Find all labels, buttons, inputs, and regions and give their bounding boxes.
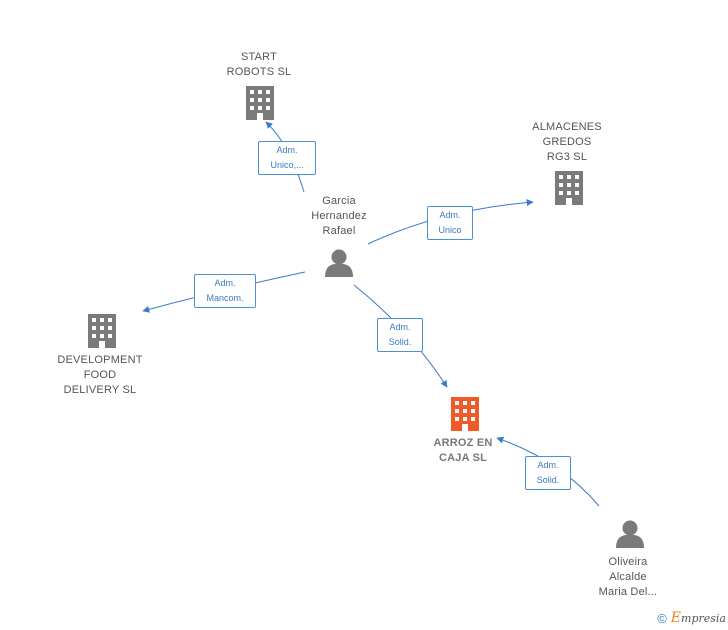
node-label-development[interactable]: DEVELOPMENT FOOD DELIVERY SL	[57, 354, 143, 396]
building-icon-start-robots[interactable]	[246, 86, 274, 120]
edge-label-oliveira-arroz[interactable]: Adm. Solid.	[525, 456, 571, 490]
person-icon-oliveira[interactable]	[616, 520, 644, 549]
node-label-oliveira[interactable]: Oliveira Alcalde Maria Del...	[598, 556, 658, 598]
node-label-start-robots[interactable]: START ROBOTS SL	[226, 51, 292, 78]
node-label-arroz[interactable]: ARROZ EN CAJA SL	[433, 437, 493, 464]
building-icon-development[interactable]	[88, 314, 116, 348]
brand-logo: Empresia	[670, 610, 726, 626]
edge-label-garcia-development[interactable]: Adm. Mancom.	[194, 274, 256, 308]
edge-label-garcia-start[interactable]: Adm. Unico,...	[258, 141, 316, 175]
footer-brand: © Empresia	[657, 610, 726, 626]
person-icon-garcia[interactable]	[325, 249, 353, 278]
copyright-icon: ©	[657, 610, 667, 626]
node-label-almacenes[interactable]: ALMACENES GREDOS RG3 SL	[532, 121, 602, 163]
building-icon-almacenes[interactable]	[555, 171, 583, 205]
edge-label-garcia-almacenes[interactable]: Adm. Unico	[427, 206, 473, 240]
building-icon-arroz[interactable]	[451, 397, 479, 431]
edge-label-garcia-arroz[interactable]: Adm. Solid.	[377, 318, 423, 352]
node-label-garcia[interactable]: Garcia Hernandez Rafael	[311, 195, 367, 237]
